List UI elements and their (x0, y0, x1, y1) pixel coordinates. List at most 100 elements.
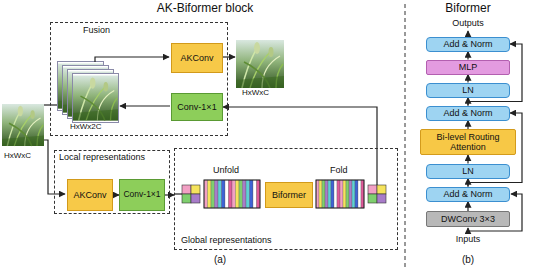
add-norm-box: Add & Norm (426, 106, 510, 121)
token-strip (352, 180, 355, 208)
token-strip (334, 180, 337, 208)
group-box: FusionAKConvConv-1×1 (50, 22, 228, 136)
box-label: Conv-1×1 (123, 190, 160, 200)
connector-arrow (467, 121, 468, 130)
token-strip (349, 180, 352, 208)
text-label: HxWxC (242, 89, 269, 98)
text-label: Fold (330, 166, 348, 176)
token-strip (322, 180, 325, 208)
connector-arrow (467, 75, 468, 83)
text-label: HxWxC (4, 152, 31, 161)
text-label: Inputs (456, 235, 481, 245)
box-label: LN (462, 85, 474, 95)
token-square (377, 185, 386, 194)
akconv-box: AKConv (67, 179, 113, 211)
group-title: Fusion (83, 26, 110, 36)
token-strip (257, 180, 261, 208)
layout-wires (44, 31, 522, 234)
text-label: HxWx2C (70, 123, 102, 132)
token-strip (325, 180, 328, 208)
token-strip (232, 180, 236, 208)
strip-frame (316, 180, 364, 208)
akconv-box: AKConv (171, 43, 223, 73)
add-norm-box: LN (426, 164, 510, 179)
token-strip (215, 180, 219, 208)
box-label: Add & Norm (443, 108, 492, 118)
token-grids (182, 180, 386, 208)
group-box: Local representationsAKConv Conv-1×1 (54, 150, 170, 214)
connector-arrow (467, 52, 468, 60)
box-label: Bi-level Routing Attention (421, 132, 515, 153)
token-strip (319, 180, 322, 208)
token-strip (250, 180, 254, 208)
stacked-images (58, 62, 119, 123)
token-strip (246, 180, 250, 208)
box-label: MLP (459, 62, 478, 72)
box-label: Biformer (272, 190, 306, 200)
connector-arrow (223, 107, 377, 148)
token-strip (218, 180, 222, 208)
wire (376, 148, 377, 185)
group-box: Global representations Biformer (174, 148, 398, 250)
box-label: DWConv 3×3 (441, 214, 495, 224)
token-strip (337, 180, 340, 208)
wire (95, 57, 169, 62)
strip-frame (204, 180, 260, 208)
wire (222, 56, 235, 57)
image-frame (73, 74, 119, 123)
output-image (236, 40, 284, 88)
box-label: Add & Norm (443, 39, 492, 49)
token-square (182, 194, 191, 203)
akconv-box: Biformer (265, 182, 313, 208)
token-strip (222, 180, 226, 208)
stack-image (73, 76, 118, 121)
token-strip (239, 180, 243, 208)
token-square (191, 194, 200, 203)
token-strip (331, 180, 334, 208)
box-label: Add & Norm (443, 189, 492, 199)
mlp-box: MLP (426, 60, 510, 75)
token-strip (211, 180, 215, 208)
group-title: Global representations (181, 236, 272, 246)
token-strip (340, 180, 343, 208)
box-label: AKConv (73, 190, 106, 200)
panel-title: AK-Biformer block (157, 2, 254, 15)
add-norm-box: Add & Norm (426, 187, 510, 202)
attention-box: Bi-level Routing Attention (420, 129, 516, 155)
divider-line (405, 4, 406, 268)
token-strip (358, 180, 361, 208)
add-norm-box: Add & Norm (426, 37, 510, 52)
connector-arrow (467, 155, 468, 164)
token-strip (346, 180, 349, 208)
token-strip (355, 180, 358, 208)
token-square (377, 194, 386, 203)
text-label: (a) (214, 254, 226, 265)
box-label: AKConv (180, 53, 213, 63)
token-square (368, 185, 377, 194)
token-strip (229, 180, 233, 208)
text-label: Unfold (213, 166, 239, 176)
conv-box: Conv-1×1 (119, 179, 165, 211)
token-square (191, 185, 200, 194)
group-title: Local representations (59, 153, 145, 163)
token-strip (208, 180, 212, 208)
token-square (368, 194, 377, 203)
wire (174, 193, 182, 194)
dwconv-box: DWConv 3×3 (426, 211, 510, 227)
token-strip (253, 180, 257, 208)
token-square (182, 185, 191, 194)
conv-box: Conv-1×1 (171, 93, 223, 121)
box-label: Conv-1×1 (177, 102, 216, 112)
add-norm-box: LN (426, 83, 510, 98)
input-image (2, 104, 44, 146)
wire (120, 105, 170, 106)
token-strip (225, 180, 229, 208)
token-strip (328, 180, 331, 208)
box-label: LN (462, 166, 474, 176)
token-strip (236, 180, 240, 208)
panel-title: Biformer (445, 2, 490, 15)
text-label: (b) (462, 254, 474, 265)
token-strip (204, 180, 208, 208)
token-strip (243, 180, 247, 208)
